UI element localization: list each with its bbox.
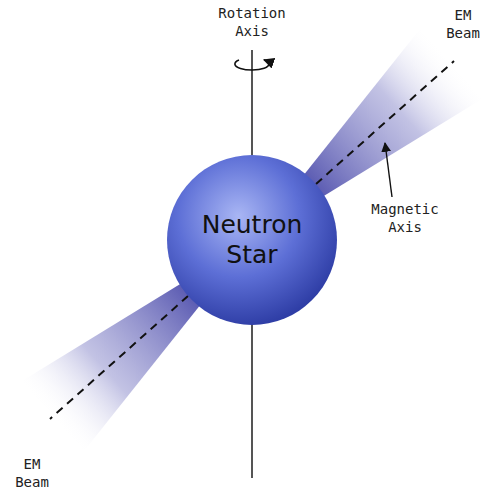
leader-line — [385, 143, 392, 197]
rotation-axis-line — [251, 324, 253, 478]
axis-label: Magnetic Axis — [365, 200, 445, 236]
axis-label: EM Beam — [438, 6, 488, 42]
rotation-axis-line — [251, 50, 253, 156]
rotation-arrow — [235, 60, 269, 70]
axis-label: EM Beam — [7, 455, 57, 491]
axis-label: Rotation Axis — [214, 4, 290, 40]
node-text-holder: Neutron Star — [167, 155, 337, 325]
node-title: Neutron Star — [177, 210, 327, 270]
neutron-star-circle: Neutron Star — [167, 155, 337, 325]
magnetic-axis-line — [316, 61, 454, 184]
star-body — [167, 155, 337, 325]
magnetic-axis-line — [50, 296, 188, 419]
